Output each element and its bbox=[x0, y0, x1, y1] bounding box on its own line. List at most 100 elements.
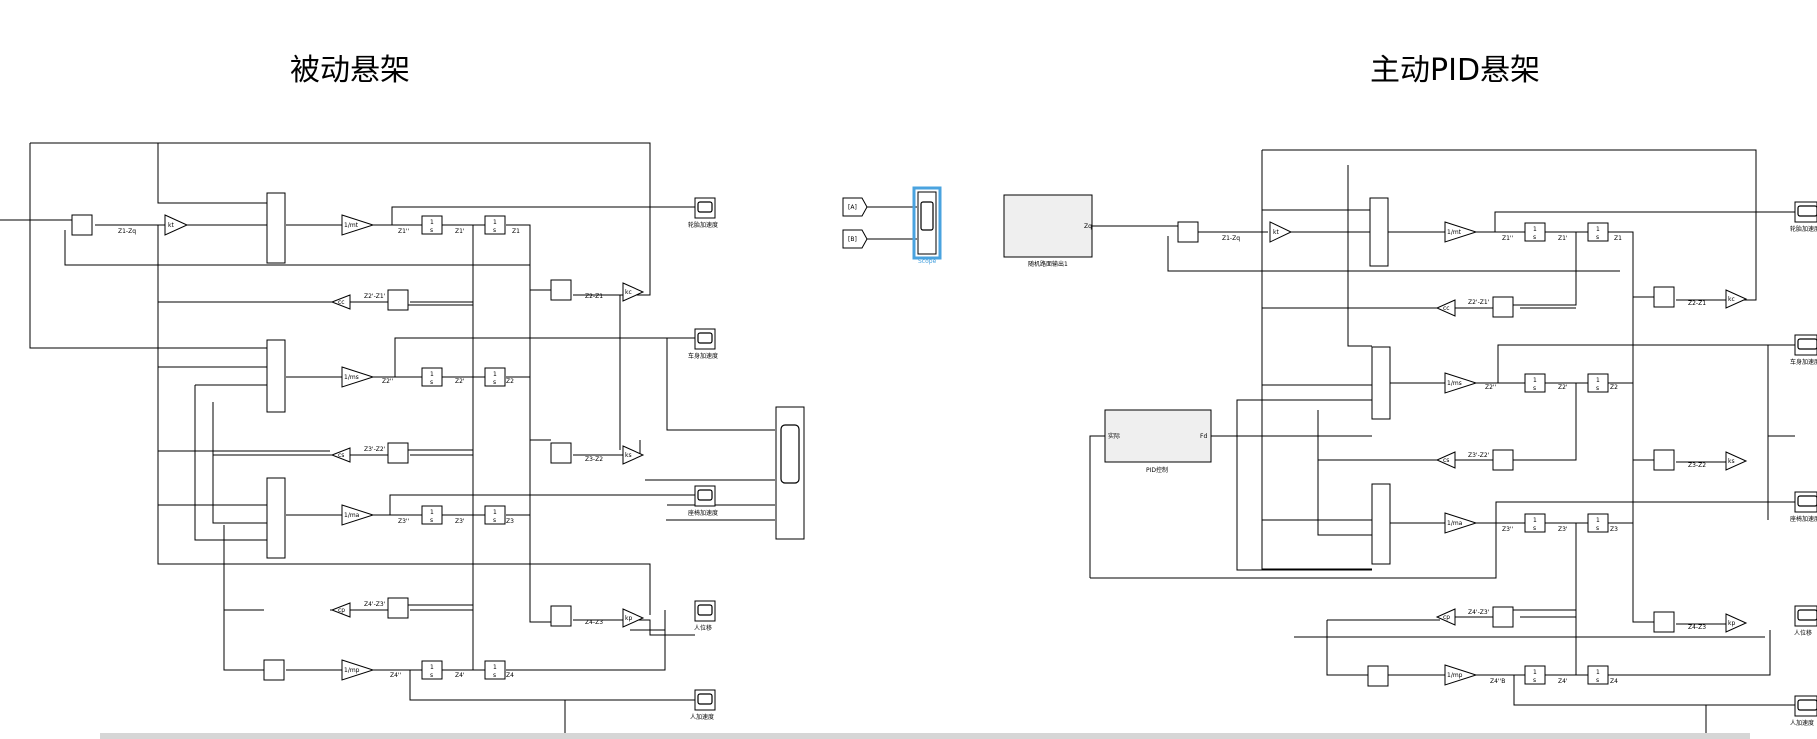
active-integrator-z3[interactable]: 1s bbox=[1587, 513, 1609, 533]
goto-tag-b[interactable] bbox=[842, 229, 868, 249]
active-sum-z43[interactable] bbox=[1653, 611, 1675, 633]
sum-block-z43[interactable] bbox=[550, 605, 572, 627]
signal-z1-zq: Z1-Zq bbox=[118, 228, 136, 235]
horizontal-scrollbar[interactable] bbox=[100, 733, 1750, 739]
integrator-z2d[interactable]: 1s bbox=[421, 367, 443, 387]
scope-human-disp[interactable]: 人位移 bbox=[694, 600, 716, 632]
active-sum-z43d[interactable] bbox=[1492, 606, 1514, 628]
active-scope-wheel-acc[interactable]: 轮胎加速度 bbox=[1790, 201, 1817, 233]
svg-text:1: 1 bbox=[1596, 377, 1600, 384]
active-sum-4[interactable] bbox=[1367, 665, 1389, 687]
active-signal-z3: Z3 bbox=[1610, 526, 1618, 533]
signal-z2dd: Z2'' bbox=[382, 378, 394, 385]
active-gain-kc[interactable] bbox=[1725, 289, 1748, 309]
sum-block-z32d[interactable] bbox=[387, 442, 409, 464]
scope-seat-acc[interactable]: 座椅加速度 bbox=[688, 485, 718, 517]
active-integrator-z4d[interactable]: 1s bbox=[1524, 665, 1546, 685]
active-gain-inv-ma[interactable] bbox=[1444, 512, 1478, 534]
svg-text:s: s bbox=[1533, 677, 1536, 684]
road-input-subsystem[interactable] bbox=[1003, 194, 1093, 258]
svg-text:座椅加速度: 座椅加速度 bbox=[1790, 515, 1817, 523]
sum-block-4[interactable] bbox=[263, 659, 285, 681]
sum-block-3[interactable] bbox=[266, 477, 286, 559]
sum-block-2[interactable] bbox=[266, 339, 286, 413]
active-gain-cs[interactable] bbox=[1435, 451, 1456, 469]
active-sum-1[interactable] bbox=[1369, 197, 1389, 267]
signal-z2-z1: Z2-Z1 bbox=[585, 293, 603, 300]
active-integrator-z1d[interactable]: 1s bbox=[1524, 222, 1546, 242]
gain-kp[interactable] bbox=[622, 608, 645, 628]
active-gain-cc[interactable] bbox=[1435, 299, 1456, 317]
gain-kt[interactable] bbox=[164, 214, 189, 236]
active-gain-kt[interactable] bbox=[1269, 221, 1293, 243]
active-sum-input[interactable] bbox=[1177, 221, 1199, 243]
active-signal-z4-z3: Z4-Z3 bbox=[1688, 624, 1706, 631]
integrator-z1d[interactable]: 1s bbox=[421, 215, 443, 235]
gain-cc[interactable] bbox=[330, 294, 351, 310]
active-sum-2[interactable] bbox=[1371, 346, 1391, 420]
signal-z1: Z1 bbox=[512, 228, 520, 235]
gain-cp[interactable] bbox=[330, 602, 351, 618]
svg-text:1: 1 bbox=[1533, 377, 1537, 384]
sum-block-1[interactable] bbox=[266, 192, 286, 264]
integrator-z4d[interactable]: 1s bbox=[421, 660, 443, 680]
svg-text:1: 1 bbox=[493, 509, 497, 516]
active-sum-z21[interactable] bbox=[1653, 286, 1675, 308]
active-integrator-z3d[interactable]: 1s bbox=[1524, 513, 1546, 533]
active-gain-kc-label: kc bbox=[1728, 296, 1735, 303]
integrator-z3d[interactable]: 1s bbox=[421, 505, 443, 525]
active-gain-inv-ms[interactable] bbox=[1444, 372, 1478, 394]
svg-text:1: 1 bbox=[430, 371, 434, 378]
gain-inv-ma[interactable] bbox=[341, 504, 375, 526]
sum-block-input[interactable] bbox=[71, 214, 93, 236]
gain-kc[interactable] bbox=[622, 282, 645, 302]
active-scope-body-acc[interactable]: 车身加速度 bbox=[1790, 334, 1817, 366]
scope-selected[interactable] bbox=[917, 191, 937, 255]
active-gain-kp-label: kp bbox=[1728, 620, 1735, 627]
integrator-z1[interactable]: 1s bbox=[484, 215, 506, 235]
multi-scope[interactable] bbox=[775, 406, 805, 540]
active-sum-3[interactable] bbox=[1371, 483, 1391, 565]
gain-inv-mp[interactable] bbox=[341, 659, 375, 681]
sum-block-z43d[interactable] bbox=[387, 597, 409, 619]
active-sum-z32d[interactable] bbox=[1492, 449, 1514, 471]
sum-block-z32[interactable] bbox=[550, 442, 572, 464]
active-scope-human-disp[interactable]: 人位移 bbox=[1794, 605, 1817, 637]
active-gain-cp[interactable] bbox=[1435, 608, 1456, 626]
goto-tag-a[interactable] bbox=[842, 197, 868, 217]
active-sum-z21d[interactable] bbox=[1492, 296, 1514, 318]
active-integrator-z2d[interactable]: 1s bbox=[1524, 373, 1546, 393]
gain-ks[interactable] bbox=[622, 445, 645, 465]
active-gain-kp[interactable] bbox=[1725, 613, 1748, 633]
gain-cs[interactable] bbox=[330, 447, 351, 463]
gain-inv-mt-label: 1/mt bbox=[344, 222, 359, 229]
integrator-z3[interactable]: 1s bbox=[484, 505, 506, 525]
svg-text:1: 1 bbox=[430, 219, 434, 226]
active-gain-ks[interactable] bbox=[1725, 451, 1748, 471]
active-integrator-z1[interactable]: 1s bbox=[1587, 222, 1609, 242]
svg-text:s: s bbox=[430, 517, 433, 524]
active-scope-seat-acc[interactable]: 座椅加速度 bbox=[1790, 491, 1817, 523]
scope-human-acc[interactable]: 人加速度 bbox=[690, 689, 716, 721]
active-model: Zq 随机路面输出1 实际 Fd PID控制 bbox=[1003, 149, 1817, 735]
sum-block-z21d[interactable] bbox=[387, 289, 409, 311]
active-integrator-z4[interactable]: 1s bbox=[1587, 665, 1609, 685]
svg-text:1: 1 bbox=[1533, 517, 1537, 524]
active-gain-inv-mt[interactable] bbox=[1444, 221, 1478, 243]
gain-inv-ms[interactable] bbox=[341, 366, 375, 388]
scope-body-acc[interactable]: 车身加速度 bbox=[688, 328, 718, 360]
pid-controller-subsystem[interactable] bbox=[1104, 409, 1212, 463]
integrator-z4[interactable]: 1s bbox=[484, 660, 506, 680]
active-sum-z32[interactable] bbox=[1653, 449, 1675, 471]
signal-z2-z1d: Z2'-Z1' bbox=[364, 293, 386, 300]
gain-inv-mt[interactable] bbox=[341, 214, 375, 236]
active-integrator-z2[interactable]: 1s bbox=[1587, 373, 1609, 393]
active-gain-inv-mp[interactable] bbox=[1444, 664, 1478, 686]
active-pid-suspension-title: 主动PID悬架 bbox=[1370, 53, 1540, 88]
sum-block-z21[interactable] bbox=[550, 279, 572, 301]
signal-z4: Z4 bbox=[506, 672, 514, 679]
scope-wheel-acc[interactable]: 轮胎加速度 bbox=[688, 197, 718, 229]
active-scope-human-acc[interactable]: 人加速度 bbox=[1790, 695, 1817, 727]
integrator-z2[interactable]: 1s bbox=[484, 367, 506, 387]
